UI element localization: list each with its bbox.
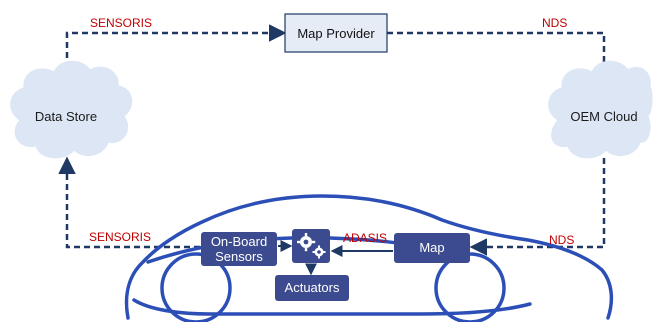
protocol-label-bottom-left: SENSORIS	[89, 230, 151, 244]
flow-sensors-to-datastore	[58, 156, 200, 249]
onboard-sensors-label-line2: Sensors	[215, 249, 263, 264]
map-label: Map	[419, 240, 444, 255]
onboard-sensors-label-line1: On-Board	[211, 234, 267, 249]
data-store-label: Data Store	[35, 109, 97, 124]
protocol-label-bottom-right: NDS	[549, 233, 574, 247]
flow-provider-to-oem	[387, 31, 613, 84]
processing-unit-box	[292, 229, 330, 263]
onboard-sensors-box: On-Board Sensors	[201, 232, 277, 266]
protocol-label-top-right: NDS	[542, 16, 567, 30]
actuators-label: Actuators	[285, 280, 340, 295]
front-wheel	[160, 252, 232, 322]
car-outline	[124, 194, 614, 322]
map-box: Map	[394, 233, 470, 263]
oem-cloud-label: OEM Cloud	[570, 109, 637, 124]
protocol-label-adasis: ADASIS	[343, 231, 387, 245]
gears-icon	[297, 233, 326, 259]
protocol-label-top-left: SENSORIS	[90, 16, 152, 30]
dataflow-lines	[58, 24, 613, 256]
map-provider-label: Map Provider	[297, 26, 375, 41]
actuators-box: Actuators	[275, 275, 349, 301]
data-store-cloud: Data Store	[10, 60, 133, 159]
internal-arrows	[278, 240, 393, 276]
oem-cloud: OEM Cloud	[548, 60, 653, 159]
map-provider-box: Map Provider	[284, 13, 388, 53]
